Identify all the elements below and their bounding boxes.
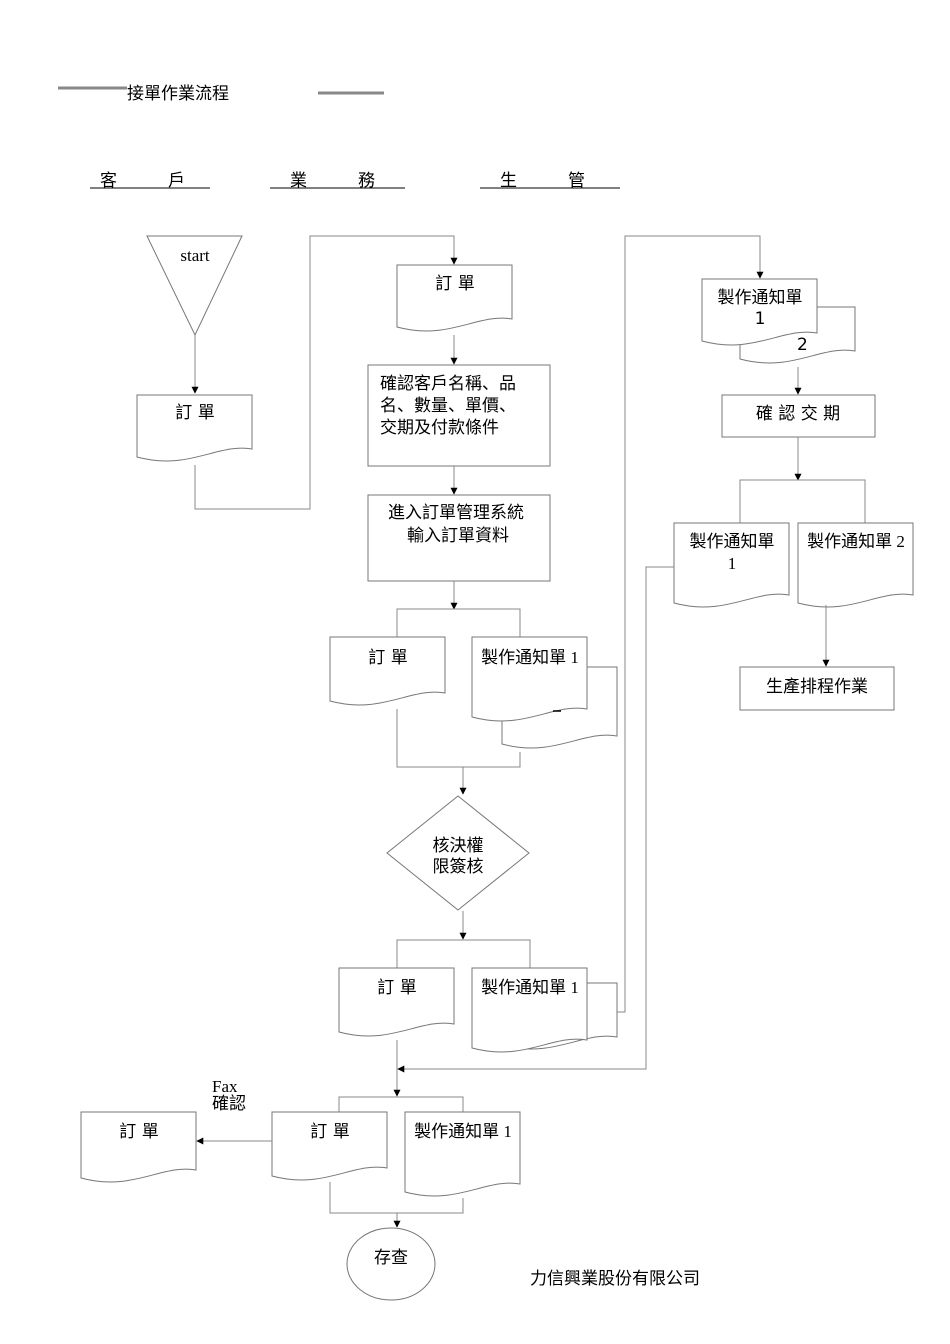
lane-sales: 業 務 <box>290 171 375 191</box>
customer-order-document <box>136 394 253 462</box>
company-name: 力信興業股份有限公司 <box>530 1269 700 1289</box>
connector-branch <box>739 479 866 523</box>
system-line-1: 進入訂單管理系統 <box>388 503 524 523</box>
lane-customer: 客 戶 <box>100 171 185 191</box>
confirm-delivery-label: 確 認 交 期 <box>756 404 840 424</box>
fax-order-document <box>80 1111 197 1183</box>
scheduling-process <box>739 666 895 711</box>
notice-a-document <box>471 636 588 722</box>
enter-system-process <box>367 494 551 582</box>
confirm-delivery-process <box>721 394 876 438</box>
order-b-label: 訂 單 <box>377 978 416 998</box>
archive-terminal <box>346 1227 436 1301</box>
order-a-document <box>329 636 446 706</box>
pc-notice-document <box>701 278 818 346</box>
connector <box>617 235 764 1013</box>
pc-notice1-line-2: 1 <box>728 554 737 573</box>
connector <box>397 566 674 1073</box>
connector-join <box>396 709 521 768</box>
lane-production: 生 管 <box>500 171 585 191</box>
fax-confirm-label: 確認 <box>212 1094 246 1114</box>
start-label: start <box>180 246 210 265</box>
start-triangle <box>146 235 243 337</box>
pc-notice1-document <box>673 522 790 608</box>
connector-branch <box>338 1096 464 1112</box>
copy-number-mark: 2 <box>797 335 808 355</box>
confirm-details-process <box>367 364 551 467</box>
notice-c-label: 製作通知單 1 <box>414 1122 512 1141</box>
order-c-label: 訂 單 <box>310 1122 349 1142</box>
decision-line-1: 核決權 <box>433 836 484 856</box>
pc-notice2-document <box>797 522 914 608</box>
page-title: 接單作業流程 <box>127 84 229 104</box>
notice-c-document <box>404 1111 521 1197</box>
pc-notice-line-1: 製作通知單 <box>718 288 803 308</box>
connector-branch <box>396 608 521 637</box>
order-c-document <box>271 1111 388 1181</box>
connector <box>194 235 458 510</box>
system-line-2: 輸入訂單資料 <box>407 526 509 546</box>
sales-order-document <box>396 264 513 332</box>
confirm-line-2: 名、數量、單價、 <box>380 396 516 416</box>
fax-order-label: 訂 單 <box>119 1122 158 1142</box>
notice-b-document <box>471 967 588 1053</box>
notice-a-label: 製作通知單 1 <box>481 648 579 667</box>
customer-order-label: 訂 單 <box>175 403 214 423</box>
archive-label: 存查 <box>374 1248 408 1268</box>
confirm-line-3: 交期及付款條件 <box>380 418 499 438</box>
notice-b-label: 製作通知單 1 <box>481 978 579 997</box>
order-a-label: 訂 單 <box>368 648 407 668</box>
pc-notice1-line-1: 製作通知單 <box>690 532 775 552</box>
fax-label: Fax <box>212 1077 238 1096</box>
pc-notice2-label: 製作通知單 2 <box>807 532 905 551</box>
scheduling-label: 生產排程作業 <box>766 677 868 697</box>
decision-line-2: 限簽核 <box>433 857 484 877</box>
confirm-line-1: 確認客戶名稱、品 <box>380 374 516 394</box>
connector-branch <box>396 939 531 968</box>
sales-order-label: 訂 單 <box>435 274 474 294</box>
pc-notice-line-2: 1 <box>755 309 766 329</box>
approval-decision <box>386 795 530 911</box>
order-b-document <box>338 967 455 1037</box>
